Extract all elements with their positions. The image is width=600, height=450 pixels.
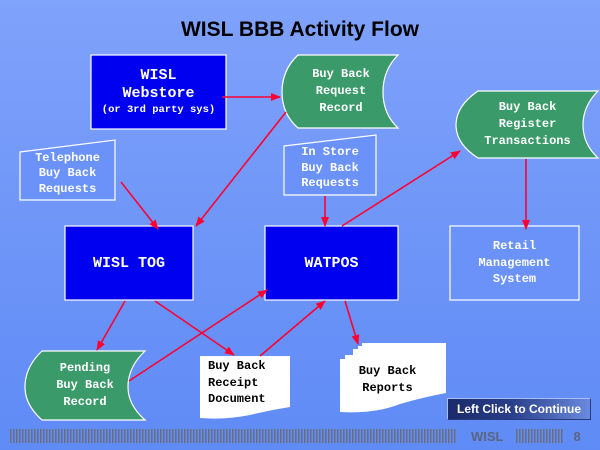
node-line: Document xyxy=(208,392,266,407)
pending-buy-back-record-shape xyxy=(24,350,147,421)
node-line: Pending xyxy=(59,361,111,376)
wisl-tog-node: WISL TOG xyxy=(65,226,193,300)
pending-buy-back-record-node: Pending Buy Back Record xyxy=(25,351,145,420)
buy-back-receipt-document-shape xyxy=(200,356,290,419)
arrow-request-record-to-tog xyxy=(195,111,287,227)
arrow-telephone-to-tog xyxy=(120,181,159,230)
arrow-receipt-to-watpos xyxy=(259,300,326,357)
buy-back-reports-node: Buy Back Reports xyxy=(340,360,435,400)
node-line: Buy Back xyxy=(301,160,359,175)
arrow-tog-to-pending xyxy=(96,300,126,351)
node-line: Management xyxy=(478,255,551,270)
node-line: In Store xyxy=(301,145,359,160)
in-store-requests-node: In Store Buy Back Requests xyxy=(284,142,376,195)
arrow-tog-to-receipt xyxy=(154,300,235,356)
wisl-tog-box xyxy=(64,225,194,301)
page-number: 8 xyxy=(573,428,581,444)
node-line: WISL xyxy=(140,66,177,84)
node-line: Requests xyxy=(301,176,359,191)
slide-title: WISL BBB Activity Flow xyxy=(180,18,419,41)
webstore-box xyxy=(90,54,227,130)
arrow-pending-to-watpos xyxy=(128,289,268,382)
retail-management-system-node: Retail Management System xyxy=(450,226,579,300)
footer-brand: WISL xyxy=(471,428,504,444)
watpos-node: WATPOS xyxy=(265,226,398,300)
node-line: Request xyxy=(315,84,367,99)
footer-bars-decoration xyxy=(10,429,457,443)
buy-back-register-transactions-shape xyxy=(455,90,600,159)
node-line: Retail xyxy=(492,238,537,253)
retail-management-system-box xyxy=(449,225,580,301)
buy-back-receipt-document-node: Buy Back Receipt Document xyxy=(200,356,290,410)
arrows xyxy=(96,93,530,382)
node-line: Record xyxy=(319,100,363,115)
node-line: Buy Back xyxy=(56,378,114,393)
telephone-requests-shape xyxy=(19,139,116,201)
node-line: Register xyxy=(498,117,557,132)
node-line: Buy Back xyxy=(358,364,417,379)
arrow-watpos-to-reports xyxy=(344,300,360,345)
buy-back-request-record-shape xyxy=(281,54,400,129)
node-line: Buy Back xyxy=(38,166,97,181)
node-line: System xyxy=(492,272,537,287)
telephone-requests-node: Telephone Buy Back Requests xyxy=(20,148,115,200)
node-line: Record xyxy=(63,394,107,409)
node-line: Buy Back xyxy=(208,358,266,373)
footer: WISL 8 xyxy=(10,428,600,444)
arrow-watpos-to-register xyxy=(341,150,461,227)
buy-back-register-transactions-node: Buy Back Register Transactions xyxy=(470,91,585,158)
in-store-requests-shape xyxy=(283,134,377,196)
node-line: Receipt xyxy=(208,375,259,390)
node-line: Telephone xyxy=(35,150,100,165)
watpos-box xyxy=(264,225,399,301)
node-line: WATPOS xyxy=(304,254,359,272)
footer-bars-decoration xyxy=(515,429,564,443)
continue-button[interactable]: Left Click to Continue xyxy=(447,398,591,420)
buy-back-reports-shape xyxy=(340,343,446,413)
node-line: WISL TOG xyxy=(92,254,165,272)
node-line: (or 3rd party sys) xyxy=(101,104,216,117)
node-line: Reports xyxy=(362,381,413,395)
node-line: Buy Back xyxy=(498,100,557,115)
webstore-node: WISL Webstore (or 3rd party sys) xyxy=(91,55,226,129)
node-line: Transactions xyxy=(484,133,571,148)
node-line: Webstore xyxy=(122,85,195,103)
node-line: Buy Back xyxy=(312,67,370,82)
buy-back-request-record-node: Buy Back Request Record xyxy=(282,55,400,128)
node-line: Requests xyxy=(38,181,97,196)
